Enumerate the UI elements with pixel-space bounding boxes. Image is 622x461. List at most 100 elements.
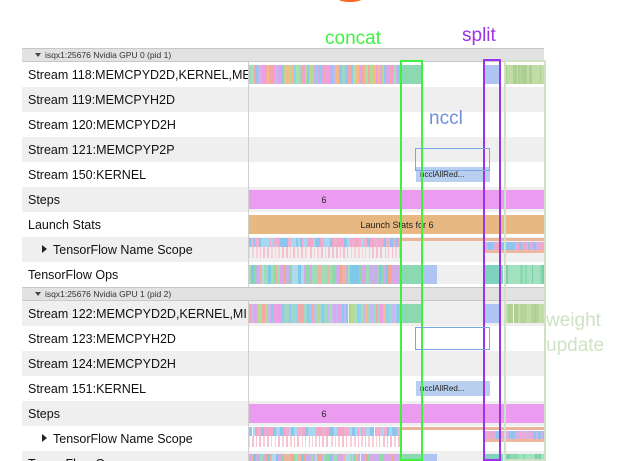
row-label-launch-stats[interactable]: Launch Stats: [22, 217, 248, 232]
row-label-tensorflow-name-scope[interactable]: TensorFlow Name Scope: [22, 242, 248, 257]
timeline-row[interactable]: Launch Stats Launch Stats for 6: [22, 212, 544, 237]
launch-stats-bar-label: Launch Stats for 6: [360, 219, 434, 230]
timeline-lane[interactable]: 6: [248, 187, 544, 212]
timeline-lane[interactable]: ncclAllRed...: [248, 162, 544, 187]
trace-tick: [526, 65, 530, 84]
trace-tick: [284, 454, 288, 461]
trace-tick: [349, 238, 352, 247]
nccl-allreduce-bar[interactable]: ncclAllRed...: [416, 381, 490, 396]
timeline-row[interactable]: Stream 119:MEMCPYH2D: [22, 87, 544, 112]
row-label-tensorflow-ops[interactable]: TensorFlow Ops: [22, 267, 248, 282]
timeline-row[interactable]: Stream 124:MEMCPYD2H: [22, 351, 544, 376]
trace-viewer-panel[interactable]: isqx1:25676 Nvidia GPU 0 (pid 1) Stream 1…: [22, 48, 544, 461]
trace-block-concat: [400, 65, 423, 84]
trace-tick: [255, 65, 258, 84]
timeline-lane[interactable]: [248, 137, 544, 162]
trace-tick: [305, 247, 308, 258]
row-label-stream-124-memcpyd2h[interactable]: Stream 124:MEMCPYD2H: [22, 356, 248, 371]
timeline-lane[interactable]: [248, 351, 544, 376]
trace-tick: [358, 65, 361, 84]
trace-tick: [379, 427, 381, 436]
trace-tick: [322, 65, 326, 84]
trace-tick: [389, 436, 392, 447]
trace-tick: [363, 65, 367, 84]
trace-tick: [313, 238, 315, 247]
trace-tick: [511, 242, 514, 250]
timeline-row[interactable]: Stream 123:MEMCPYH2D: [22, 326, 544, 351]
expand-triangle-icon[interactable]: [42, 244, 47, 253]
row-label-text: TensorFlow Name Scope: [53, 431, 193, 446]
timeline-lane[interactable]: [248, 62, 544, 87]
trace-tick: [290, 454, 293, 461]
timeline-lane[interactable]: Launch Stats for 6: [248, 212, 544, 237]
row-label-stream-151-kernel[interactable]: Stream 151:KERNEL: [22, 381, 248, 396]
trace-tick: [354, 247, 356, 258]
trace-tick: [379, 454, 383, 461]
trace-tick: [255, 436, 257, 447]
row-label-tensorflow-ops[interactable]: TensorFlow Ops: [22, 456, 248, 461]
collapse-triangle-icon[interactable]: [35, 292, 41, 296]
timeline-lane[interactable]: ncclAllRed...: [248, 376, 544, 401]
trace-tick: [330, 454, 332, 461]
timeline-row[interactable]: TensorFlow Name Scope: [22, 426, 544, 451]
timeline-lane[interactable]: [248, 112, 544, 137]
timeline-lane[interactable]: [248, 87, 544, 112]
timeline-row[interactable]: TensorFlow Ops: [22, 451, 544, 461]
timeline-row[interactable]: Stream 122:MEMCPYD2D,KERNEL,MI: [22, 301, 544, 326]
timeline-lane[interactable]: [248, 451, 544, 461]
group-header-gpu-1[interactable]: isqx1:25676 Nvidia GPU 1 (pid 2): [22, 287, 544, 301]
timeline-lane[interactable]: [248, 301, 544, 326]
timeline-row[interactable]: TensorFlow Ops: [22, 262, 544, 287]
trace-tick: [275, 454, 279, 461]
row-label-stream-120-memcpyd2h[interactable]: Stream 120:MEMCPYD2H: [22, 117, 248, 132]
trace-tick: [317, 304, 320, 323]
row-label-steps[interactable]: Steps: [22, 406, 248, 421]
timeline-row[interactable]: Stream 150:KERNEL ncclAllRed...: [22, 162, 544, 187]
row-label-stream-121-memcpyp2p[interactable]: Stream 121:MEMCPYP2P: [22, 142, 248, 157]
trace-tick: [363, 427, 366, 436]
group-header-gpu-0[interactable]: isqx1:25676 Nvidia GPU 0 (pid 1): [22, 48, 544, 62]
trace-tick: [332, 265, 336, 284]
row-label-stream-122-memcpyd2d-kernel-mi[interactable]: Stream 122:MEMCPYD2D,KERNEL,MI: [22, 306, 248, 321]
trace-tick: [344, 238, 348, 247]
row-label-tensorflow-name-scope[interactable]: TensorFlow Name Scope: [22, 431, 248, 446]
timeline-row[interactable]: Stream 120:MEMCPYD2H: [22, 112, 544, 137]
row-label-stream-150-kernel[interactable]: Stream 150:KERNEL: [22, 167, 248, 182]
row-label-stream-123-memcpyh2d[interactable]: Stream 123:MEMCPYH2D: [22, 331, 248, 346]
timeline-row[interactable]: Stream 151:KERNEL ncclAllRed...: [22, 376, 544, 401]
timeline-lane[interactable]: [248, 326, 544, 351]
expand-triangle-icon[interactable]: [42, 433, 47, 442]
trace-tick: [526, 265, 529, 284]
trace-tick: [281, 247, 284, 258]
nccl-allreduce-bar[interactable]: ncclAllRed...: [416, 167, 490, 182]
row-label-steps[interactable]: Steps: [22, 192, 248, 207]
row-label-stream-118-memcpyd2d-kernel-me[interactable]: Stream 118:MEMCPYD2D,KERNEL,ME: [22, 67, 248, 82]
timeline-row[interactable]: Stream 121:MEMCPYP2P: [22, 137, 544, 162]
timeline-row[interactable]: TensorFlow Name Scope: [22, 237, 544, 262]
row-label-stream-119-memcpyh2d[interactable]: Stream 119:MEMCPYH2D: [22, 92, 248, 107]
trace-tick: [526, 242, 529, 250]
row-label-text: Stream 150:KERNEL: [28, 167, 147, 182]
trace-tick: [348, 304, 351, 323]
timeline-lane[interactable]: 6: [248, 401, 544, 426]
timeline-lane[interactable]: [248, 262, 544, 287]
trace-tick: [396, 304, 399, 323]
trace-tick: [373, 65, 376, 84]
timeline-lane[interactable]: [248, 237, 544, 262]
trace-tick: [366, 454, 369, 461]
trace-tick: [304, 65, 307, 84]
trace-tick: [517, 304, 520, 323]
trace-tick: [518, 454, 521, 461]
trace-tick: [321, 265, 324, 284]
trace-tick: [347, 427, 349, 436]
collapse-triangle-icon[interactable]: [35, 53, 41, 57]
timeline-lane[interactable]: [248, 426, 544, 451]
trace-tick: [335, 265, 339, 284]
trace-tick: [350, 454, 352, 461]
trace-tick: [372, 247, 375, 258]
timeline-row[interactable]: Stream 118:MEMCPYD2D,KERNEL,ME: [22, 62, 544, 87]
trace-tick: [514, 65, 517, 84]
trace-tick: [352, 427, 355, 436]
